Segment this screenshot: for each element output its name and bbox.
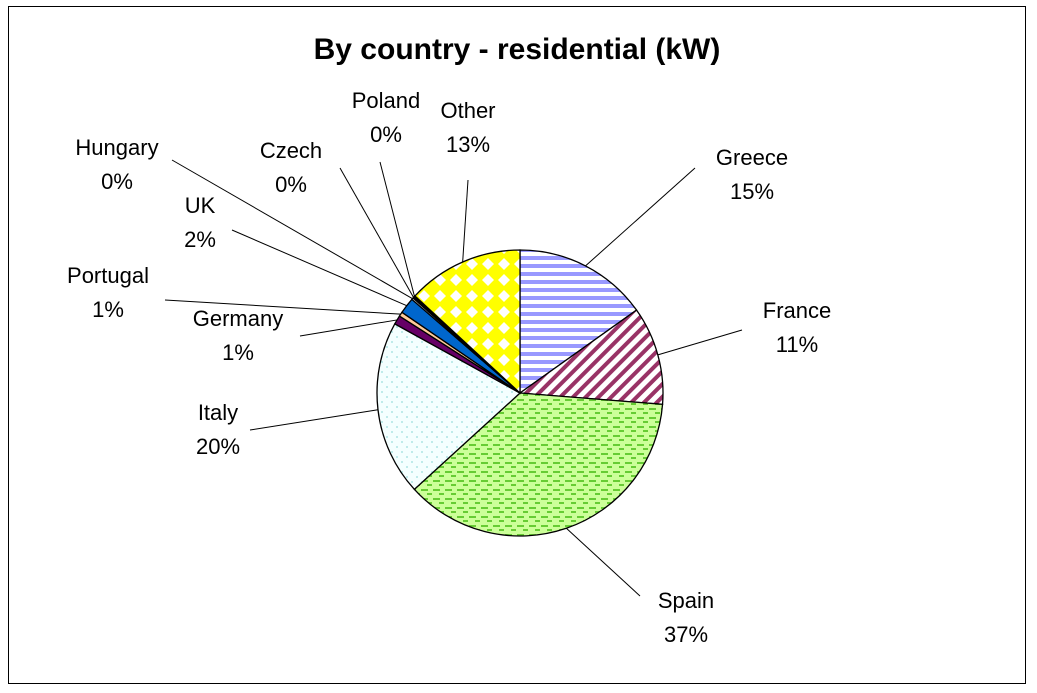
pie-slice-spain <box>413 392 664 537</box>
slice-percent-other: 13% <box>446 132 490 157</box>
slice-percent-spain: 37% <box>664 622 708 647</box>
slice-percent-italy: 20% <box>196 434 240 459</box>
slice-percent-poland: 0% <box>370 122 402 147</box>
leader-line-poland <box>379 161 415 297</box>
slice-percent-uk: 2% <box>184 227 216 252</box>
slice-percent-hungary: 0% <box>101 169 133 194</box>
slice-label-spain: Spain <box>658 588 714 613</box>
leader-line-hungary <box>171 159 413 300</box>
slice-label-france: France <box>763 298 831 323</box>
slice-percent-greece: 15% <box>730 179 774 204</box>
slice-label-portugal: Portugal <box>67 263 149 288</box>
slice-label-hungary: Hungary <box>75 135 158 160</box>
pie-slice-italy <box>376 322 522 491</box>
slice-percent-france: 11% <box>776 332 818 357</box>
slice-percent-germany: 1% <box>222 340 254 365</box>
slice-label-greece: Greece <box>716 145 788 170</box>
chart-title: By country - residential (kW) <box>313 33 721 66</box>
slice-label-poland: Poland <box>352 88 421 113</box>
leader-line-uk <box>231 229 407 307</box>
leader-line-italy <box>249 409 379 431</box>
pie-slice-france <box>518 309 664 406</box>
slice-percent-portugal: 1% <box>92 297 124 322</box>
slice-label-germany: Germany <box>193 306 283 331</box>
leader-line-czech <box>339 167 415 298</box>
slice-label-other: Other <box>440 98 495 123</box>
slice-label-uk: UK <box>185 193 216 218</box>
leader-line-spain <box>566 527 641 597</box>
leader-line-france <box>657 329 743 356</box>
pie-slice-greece <box>519 249 638 395</box>
leader-line-germany <box>299 319 398 337</box>
slice-label-czech: Czech <box>260 138 322 163</box>
slice-label-italy: Italy <box>198 400 238 425</box>
leader-line-other <box>462 179 469 263</box>
leader-line-greece <box>585 167 696 267</box>
slice-percent-czech: 0% <box>275 172 307 197</box>
leader-line-portugal <box>164 299 401 315</box>
